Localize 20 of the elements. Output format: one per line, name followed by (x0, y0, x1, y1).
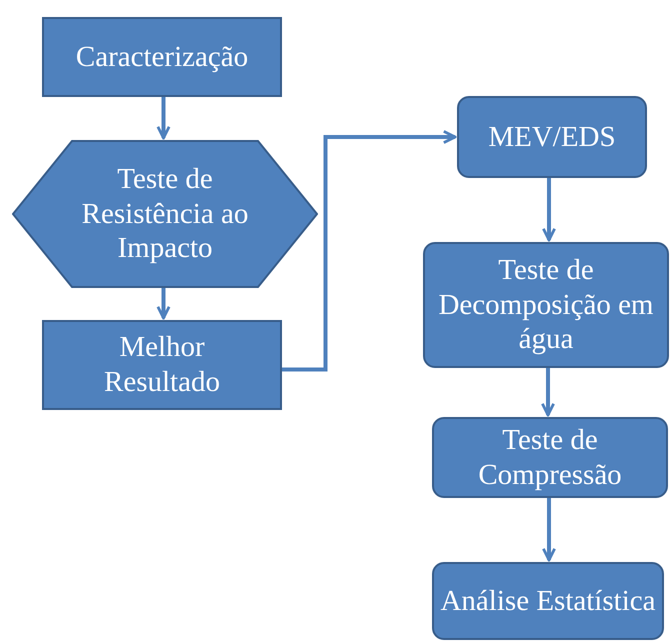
box-text: Teste de Resistência ao Impacto (80, 162, 250, 266)
process-box (42, 320, 282, 410)
arrow (282, 130, 456, 372)
arrow (156, 288, 170, 320)
arrow (541, 368, 555, 416)
arrow (156, 97, 170, 140)
box-text: Melhor Resultado (103, 330, 221, 400)
hexagon-box (12, 140, 318, 288)
process-box (423, 242, 669, 368)
process-box (432, 417, 668, 498)
box-text: Teste de Decomposição em água (437, 252, 654, 358)
box-text: Caracterização (76, 40, 248, 74)
box-text: MEV/EDS (488, 120, 616, 154)
box-text: Teste de Compressão (477, 422, 623, 492)
process-box (432, 562, 664, 640)
process-box (457, 96, 647, 178)
process-box (42, 17, 282, 97)
arrow (542, 178, 556, 242)
arrow (542, 498, 556, 562)
box-text: Análise Estatística (440, 584, 656, 618)
